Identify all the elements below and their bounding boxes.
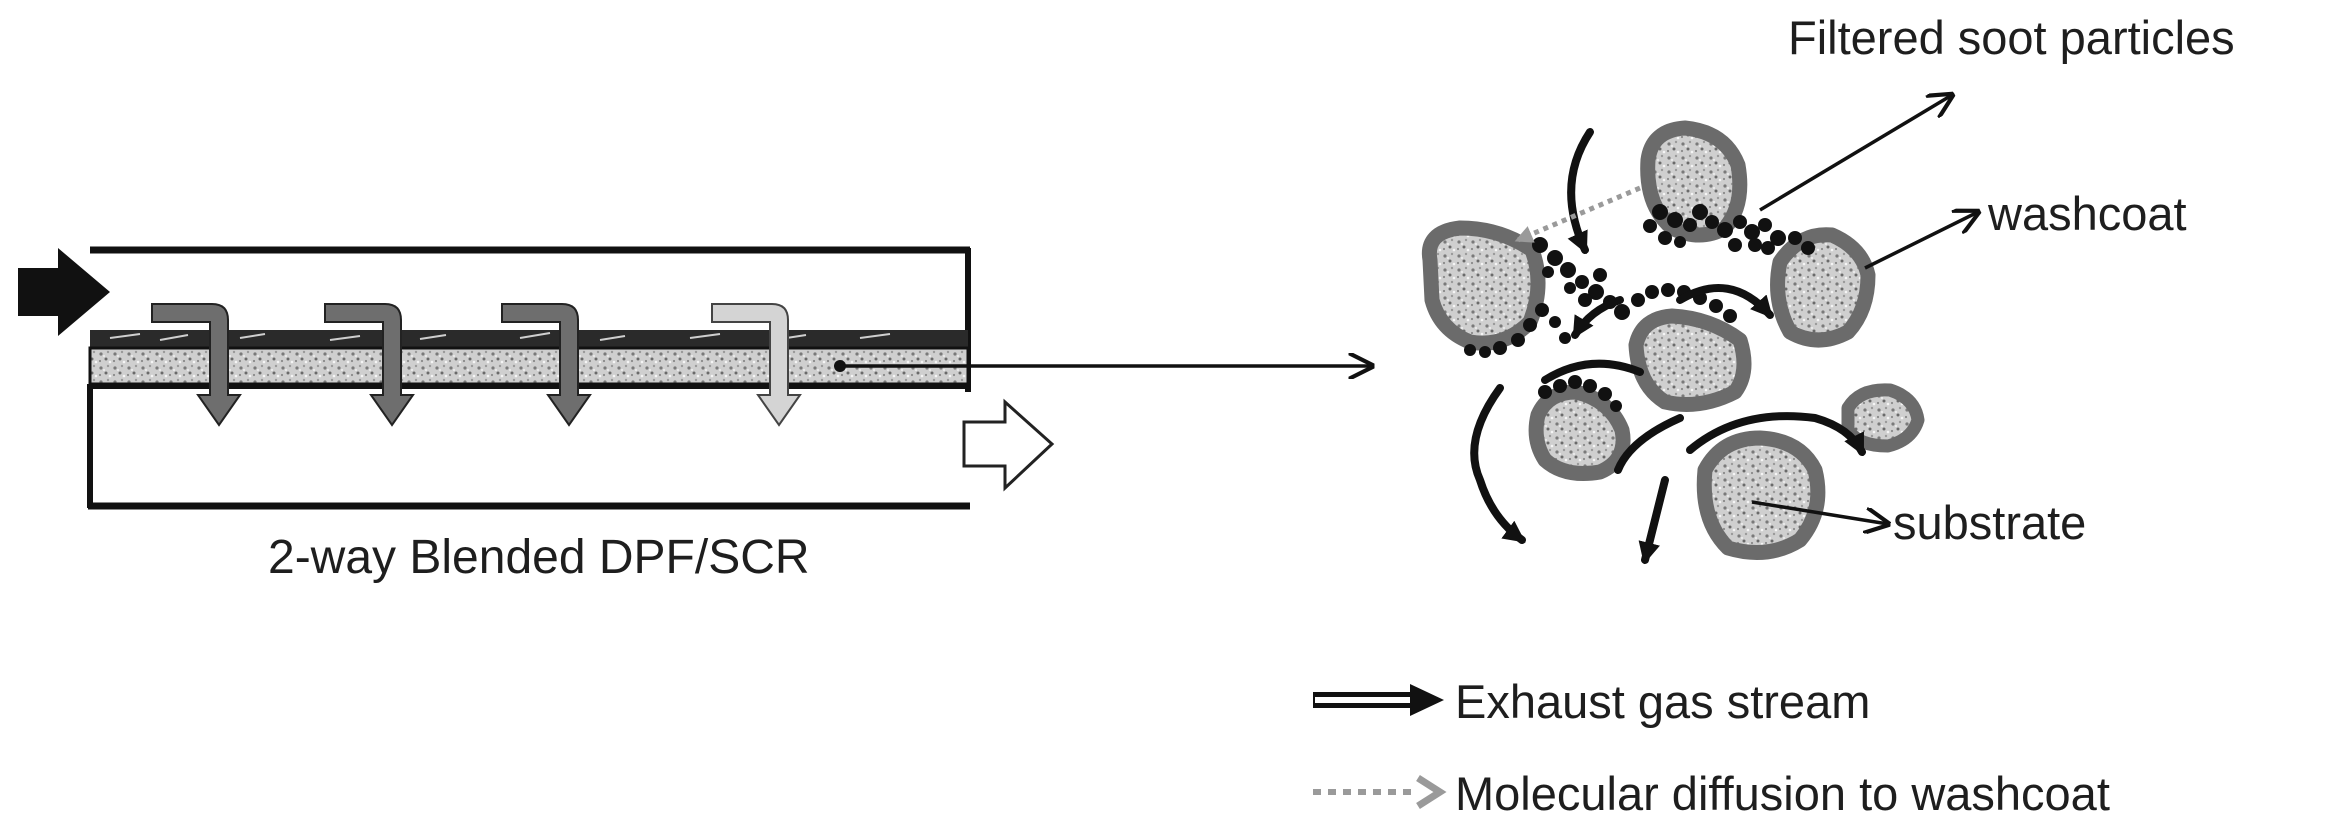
flow-arrow-icon	[324, 303, 415, 427]
grain	[1770, 227, 1876, 348]
legend-exhaust-label: Exhaust gas stream	[1455, 675, 1871, 728]
washcoated-grains	[1421, 120, 1925, 560]
soot-particles	[1464, 204, 1815, 412]
label-filtered-soot: Filtered soot particles	[1788, 11, 2235, 64]
grain	[1696, 430, 1826, 560]
inlet-arrow-icon	[18, 248, 110, 336]
grain	[1628, 308, 1752, 412]
substrate-wall	[88, 346, 970, 386]
label-substrate: substrate	[1893, 496, 2087, 549]
legend-diffusion-label: Molecular diffusion to washcoat	[1455, 767, 2110, 820]
grain	[1421, 220, 1546, 351]
legend	[1313, 684, 1447, 809]
diagram-caption: 2-way Blended DPF/SCR	[268, 531, 810, 584]
particle-magnification	[1421, 95, 1978, 565]
substrate-pointer-arrow	[1751, 500, 1888, 524]
exhaust-flow-arrows	[1470, 128, 1866, 565]
soot-cake-layer	[90, 330, 968, 348]
grain	[1841, 383, 1925, 453]
flow-arrow-icon	[501, 303, 592, 427]
grain	[1528, 384, 1631, 481]
flow-arrow-light-icon	[711, 303, 802, 427]
filter-channel	[18, 246, 1372, 510]
diffusion-arrow	[1514, 185, 1641, 243]
legend-diffusion-arrow-icon	[1313, 775, 1447, 809]
legend-exhaust-arrow-icon	[1313, 684, 1444, 716]
outlet-arrow-icon	[962, 398, 1055, 492]
flow-arrow-icon	[151, 303, 242, 427]
soot-pointer-arrow	[1759, 95, 1952, 212]
grain	[1640, 120, 1748, 243]
flow-through-arrows	[151, 303, 802, 427]
washcoat-pointer-arrow	[1864, 212, 1978, 270]
label-washcoat: washcoat	[1988, 187, 2187, 240]
